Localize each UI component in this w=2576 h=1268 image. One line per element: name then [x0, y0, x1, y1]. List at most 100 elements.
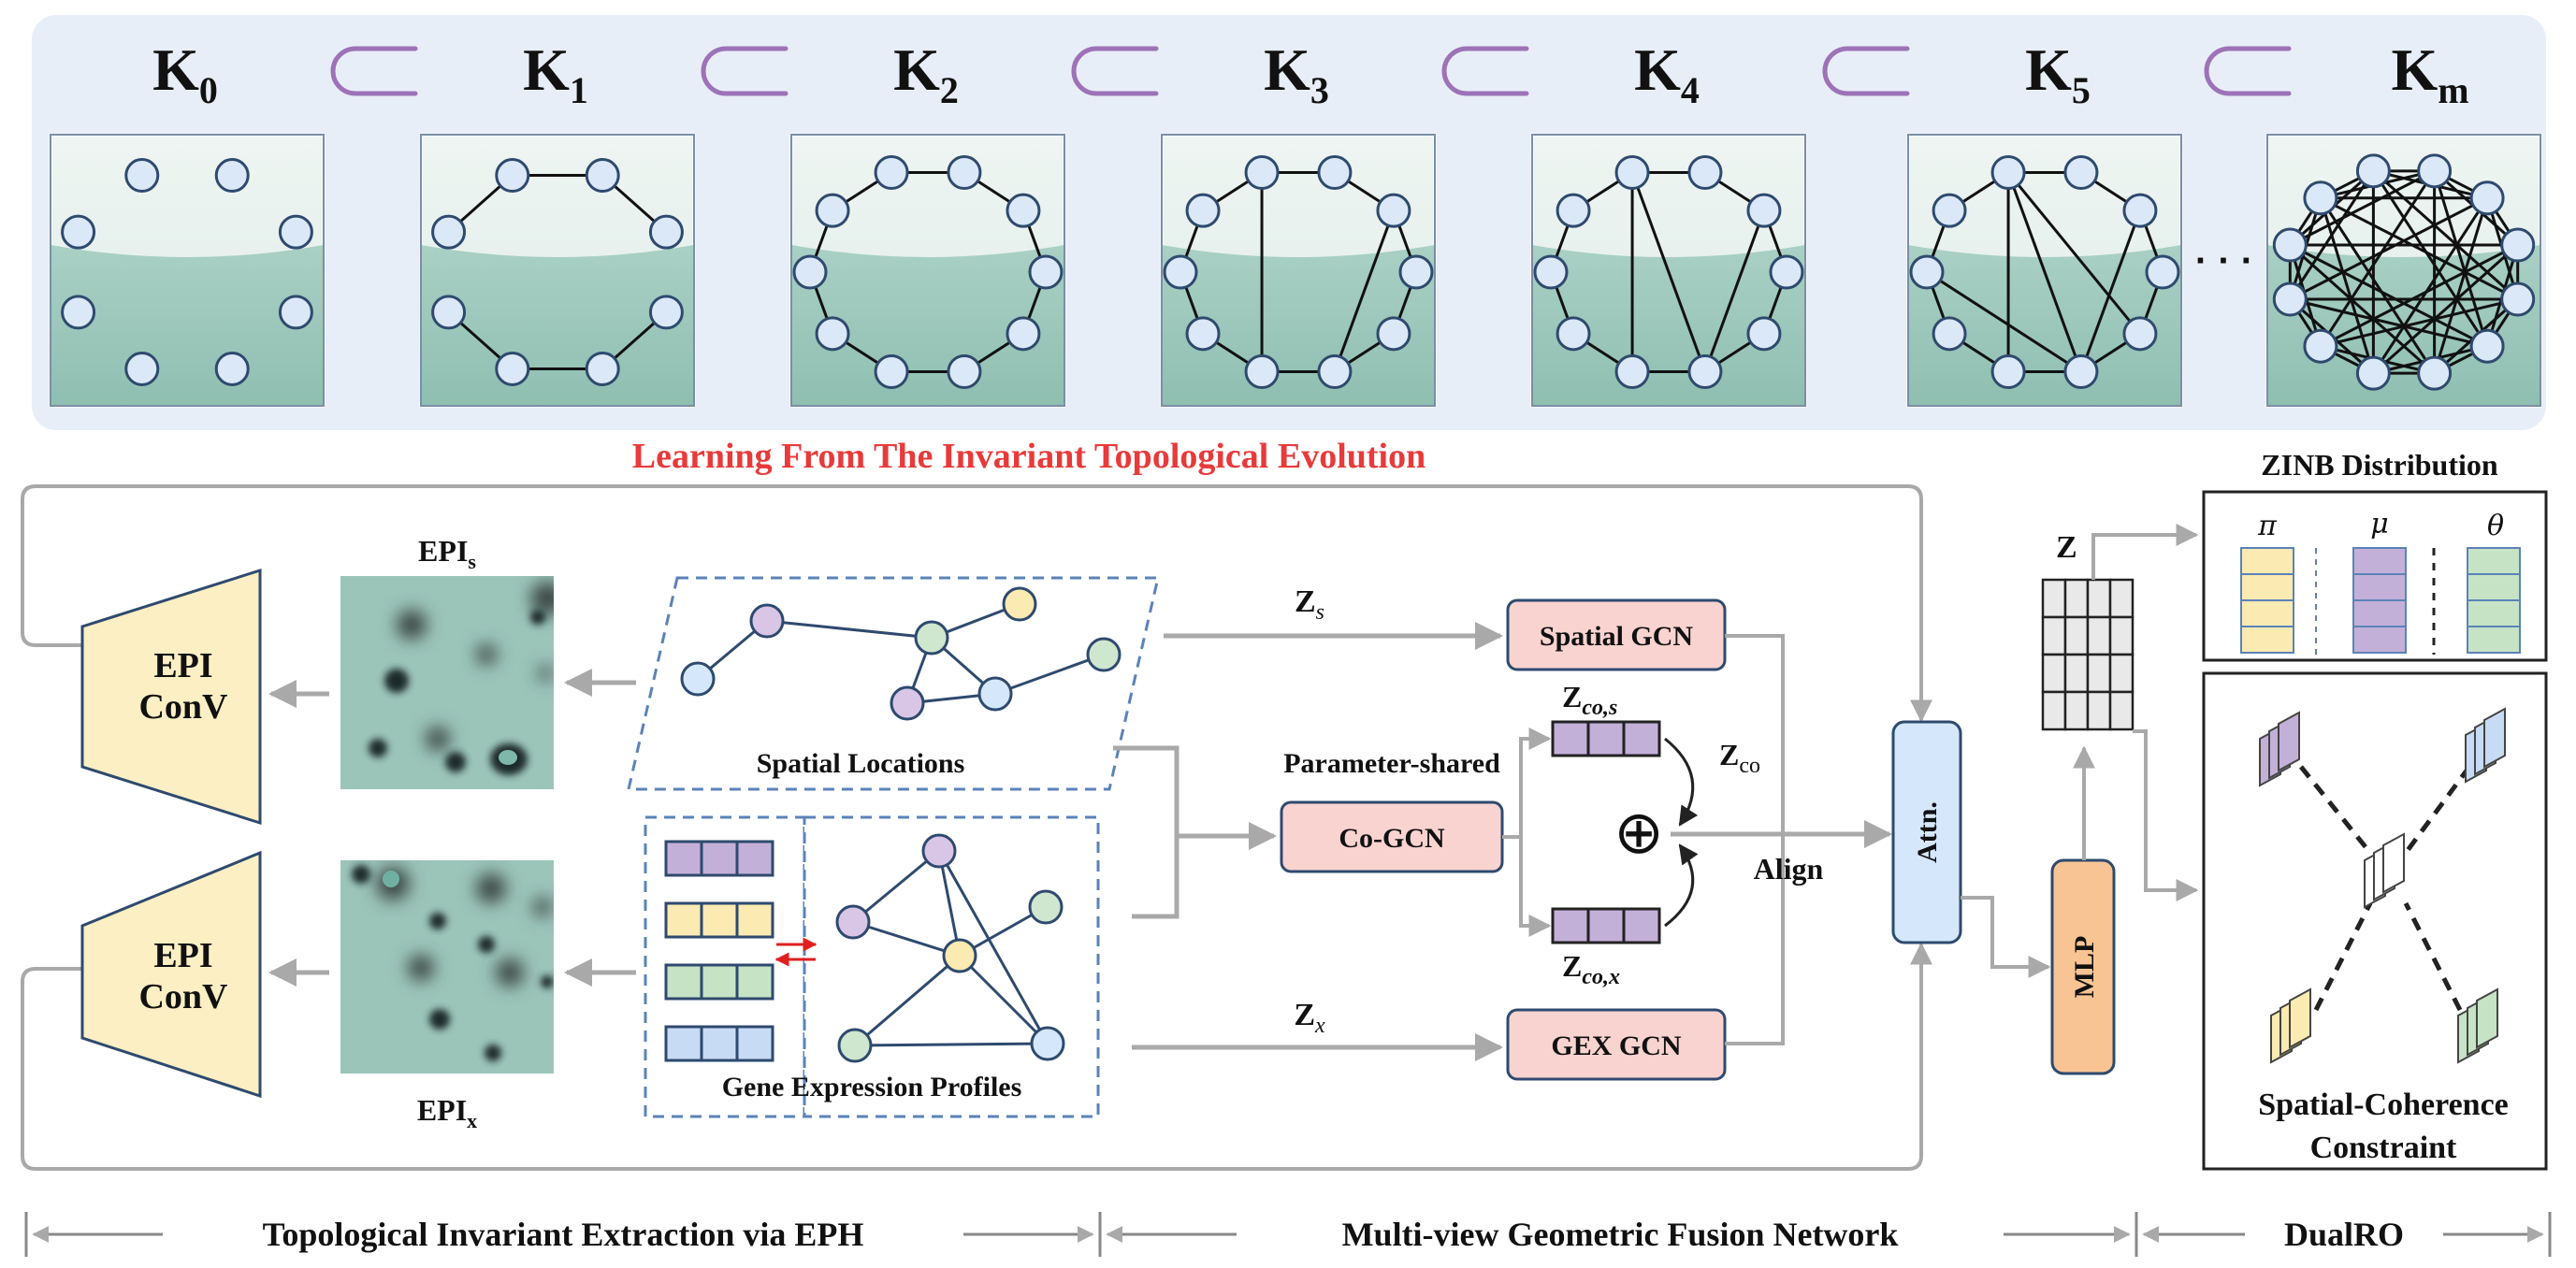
- complex-node: [648, 295, 684, 330]
- z-matrix-cell: [2041, 615, 2067, 656]
- attn-label: Attn.: [1912, 801, 1943, 863]
- invariant-evolution-caption: Learning From The Invariant Topological …: [632, 437, 1425, 476]
- complex-node: [1006, 316, 1041, 352]
- card-stack: [2465, 707, 2506, 784]
- complex-node: [1614, 154, 1650, 190]
- complex-node: [2469, 180, 2505, 216]
- z-matrix-cell: [2063, 615, 2090, 656]
- co-gcn-label: Co-GCN: [1339, 823, 1445, 854]
- complex-edge: [2079, 209, 2142, 373]
- z-x-label: Zx: [1294, 998, 1325, 1038]
- zinb-mu: μ: [2370, 508, 2389, 540]
- complex-node: [1376, 316, 1411, 352]
- complex-node: [1244, 354, 1280, 390]
- card-stack: [2364, 832, 2405, 909]
- spatial-locations-panel: Spatial Locations: [627, 576, 1160, 791]
- stage-label-k3: K3: [1264, 36, 1329, 111]
- complex-node: [874, 154, 909, 190]
- subset-symbol: [2204, 46, 2292, 96]
- embedding-cell: [1586, 720, 1626, 757]
- z-matrix-cell: [2041, 578, 2067, 619]
- card-stack: [2259, 711, 2300, 787]
- subset-symbol: [1441, 46, 1529, 96]
- subset-symbols: [330, 46, 2292, 96]
- complex-node: [2500, 281, 2536, 317]
- zinb-theta: θ: [2487, 510, 2504, 542]
- complex-node: [2469, 328, 2505, 364]
- embedding-cell: [1586, 907, 1626, 944]
- arc-zcox-to-plus: [1664, 843, 1699, 928]
- stage-label-k5: K5: [2025, 36, 2091, 111]
- complex-edge: [2320, 297, 2519, 348]
- complex-node: [815, 193, 850, 228]
- stage-label-k4: K4: [1634, 36, 1700, 111]
- constraint-line1: Spatial-Coherence: [2258, 1088, 2509, 1122]
- complex-node: [278, 295, 313, 330]
- gene-expression-panel: Gene Expression Profiles: [644, 815, 1100, 1118]
- constraint-line2: Constraint: [2310, 1131, 2457, 1165]
- arrow-z-to-constraint: [2133, 729, 2199, 901]
- section-right-label: DualRO: [2284, 1216, 2404, 1253]
- zinb-title: ZINB Distribution: [2261, 448, 2498, 482]
- align-line: [1725, 634, 1785, 1045]
- constraint-box: Spatial-Coherence Constraint: [2202, 671, 2548, 1171]
- complex-node: [1533, 254, 1569, 290]
- complex-edge: [2372, 169, 2519, 301]
- complex-node: [1746, 193, 1782, 228]
- epi-conv-bottom-line2: ConV: [138, 977, 228, 1016]
- complex-edge: [2289, 243, 2488, 348]
- complex-edge: [2289, 297, 2488, 348]
- arc-zcos-to-plus: [1664, 737, 1699, 827]
- complex-node: [1317, 354, 1353, 390]
- complex-node: [1376, 193, 1411, 228]
- complex-edge: [1703, 209, 1766, 373]
- complex-node: [124, 351, 160, 386]
- gex-gcn-box: GEX GCN: [1506, 1008, 1727, 1081]
- complex-node: [585, 351, 620, 386]
- z-matrix-cell: [2086, 615, 2112, 656]
- co-gcn-box: Co-GCN: [1280, 800, 1504, 873]
- z-matrix-cell: [2108, 690, 2135, 731]
- stage-label-k1: K1: [523, 36, 588, 111]
- zinb-bar-cell: [2467, 599, 2521, 627]
- arrow-gene-to-cogcn: [1132, 836, 1179, 919]
- complex-node: [431, 214, 467, 250]
- tank-km: [2265, 133, 2542, 408]
- gene-profile-cell: [700, 963, 739, 1001]
- complex-node: [1614, 354, 1650, 390]
- complex-node: [2303, 328, 2338, 364]
- complex-node: [1163, 254, 1198, 290]
- zinb-bar-cell: [2467, 547, 2521, 575]
- complex-node: [1556, 193, 1591, 228]
- complex-node: [2303, 180, 2338, 216]
- complex-node: [2063, 354, 2099, 390]
- arrow-attn-to-mlp: [1961, 896, 2051, 978]
- complex-node: [2145, 254, 2180, 290]
- complex-node: [1687, 154, 1723, 190]
- stage-label-k0: K0: [152, 36, 218, 111]
- complex-edge: [2433, 197, 2489, 374]
- complex-edge: [2289, 169, 2436, 247]
- z-matrix-cell: [2041, 690, 2067, 731]
- epi-conv-bottom: EPI ConV: [80, 850, 262, 1099]
- spatial-gcn-label: Spatial GCN: [1540, 621, 1694, 652]
- embedding-cell: [1622, 907, 1661, 944]
- z-matrix-cell: [2086, 690, 2112, 731]
- embedding-cell: [1551, 907, 1590, 944]
- embedding-cell: [1551, 720, 1590, 757]
- gex-gcn-label: GEX GCN: [1551, 1030, 1682, 1061]
- complex-node: [214, 158, 250, 194]
- gene-expression-label: Gene Expression Profiles: [722, 1072, 1022, 1102]
- mlp-box: MLP: [2050, 858, 2116, 1075]
- z-s-label: Zs: [1295, 584, 1324, 625]
- parameter-shared-label: Parameter-shared: [1283, 748, 1500, 779]
- complex-node: [495, 158, 530, 194]
- complex-node: [1006, 193, 1041, 228]
- ellipsis-text: · · ·: [2195, 240, 2253, 281]
- complex-edge: [2433, 170, 2489, 347]
- complex-edge: [1926, 270, 2082, 373]
- z-matrix-cell: [2108, 615, 2135, 656]
- complex-edge: [2006, 171, 2083, 373]
